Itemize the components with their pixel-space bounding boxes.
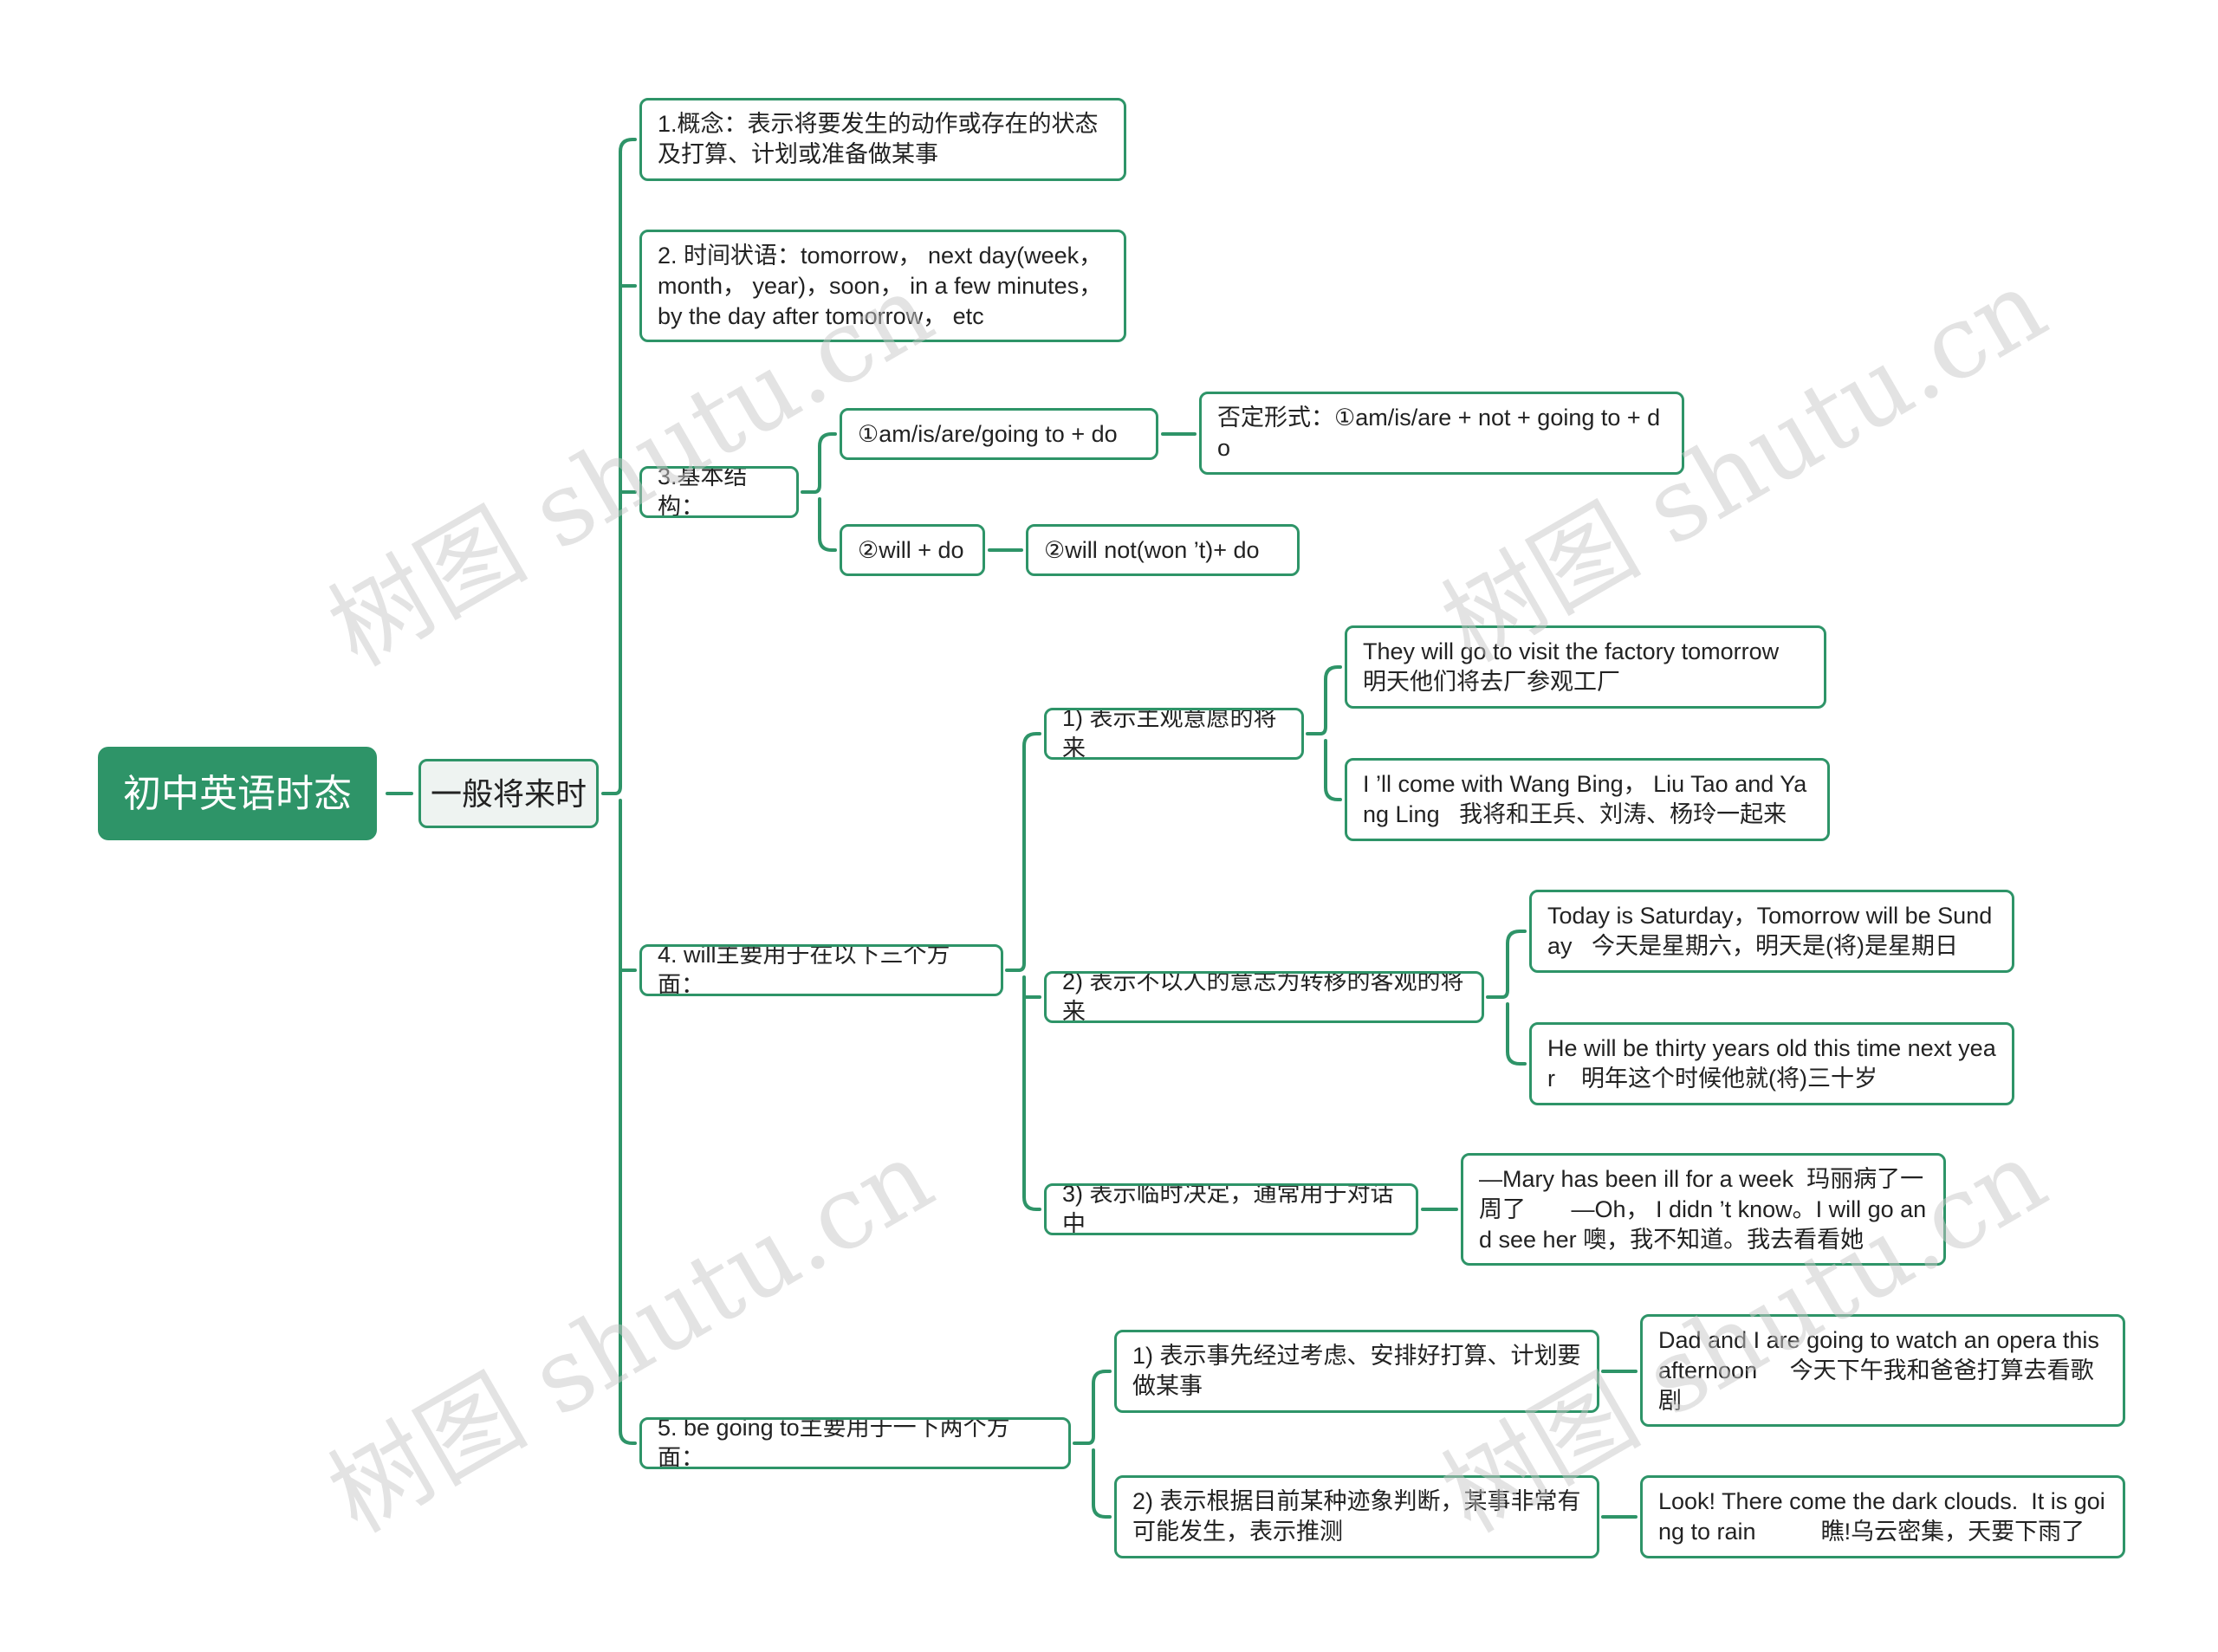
going-to-usage-text: 5. be going to主要用于一下两个方面： <box>658 1417 1010 1469</box>
time-adverbials-node[interactable]: 2. 时间状语：tomorrow， next day(week， month， … <box>639 230 1126 342</box>
will-usage-1-example-1-node[interactable]: They will go to visit the factory tomorr… <box>1345 625 1826 709</box>
going-to-usage-1-example-node[interactable]: Dad and I are going to watch an opera th… <box>1640 1314 2125 1427</box>
will-usage-2-example-1-node[interactable]: Today is Saturday，Tomorrow will be Sunda… <box>1529 890 2014 973</box>
will-usage-node[interactable]: 4. will主要用于在以下三个方面： <box>639 944 1003 996</box>
link-topic-upper <box>613 138 637 795</box>
will-usage-3-text: 3) 表示临时决定，通常用于对话中 <box>1062 1183 1394 1235</box>
structure-node[interactable]: 3.基本结构： <box>639 466 799 518</box>
going-to-usage-1-node[interactable]: 1) 表示事先经过考虑、安排好打算、计划要做某事 <box>1114 1330 1599 1413</box>
going-to-usage-1-example-text: Dad and I are going to watch an opera th… <box>1658 1326 2106 1414</box>
structure-2-node[interactable]: ②will + do <box>840 524 985 576</box>
link-going-upper <box>1086 1370 1112 1445</box>
will-usage-1-text: 1) 表示主观意愿的将来 <box>1062 708 1277 760</box>
link-structure-lower <box>818 497 837 552</box>
will-usage-text: 4. will主要用于在以下三个方面： <box>658 944 950 996</box>
time-adverbials-text: 2. 时间状语：tomorrow， next day(week， month， … <box>658 242 1109 329</box>
concept-text: 1.概念：表示将要发生的动作或存在的状态及打算、计划或准备做某事 <box>658 111 1099 167</box>
will-usage-1-example-2-text: I ’ll come with Wang Bing， Liu Tao and Y… <box>1363 771 1807 827</box>
going-to-usage-2-example-text: Look! There come the dark clouds. It is … <box>1658 1488 2105 1545</box>
structure-2-negative-node[interactable]: ②will not(won ’t)+ do <box>1026 524 1300 576</box>
structure-1-negative-node[interactable]: 否定形式：①am/is/are + not + going to + do <box>1199 392 1684 475</box>
concept-node[interactable]: 1.概念：表示将要发生的动作或存在的状态及打算、计划或准备做某事 <box>639 98 1126 181</box>
will-usage-3-node[interactable]: 3) 表示临时决定，通常用于对话中 <box>1044 1183 1418 1235</box>
topic-label: 一般将来时 <box>430 775 587 812</box>
going-to-usage-2-text: 2) 表示根据目前某种迹象判断，某事非常有可能发生，表示推测 <box>1132 1488 1581 1545</box>
link-structure-upper <box>813 432 837 494</box>
structure-1-negative-text: 否定形式：①am/is/are + not + going to + do <box>1217 405 1661 461</box>
will-usage-2-node[interactable]: 2) 表示不以人的意志为转移的客观的将来 <box>1044 971 1484 1023</box>
link-will-upper <box>1017 732 1041 972</box>
will-usage-2-example-2-node[interactable]: He will be thirty years old this time ne… <box>1529 1022 2014 1105</box>
structure-2-text: ②will + do <box>858 536 964 563</box>
link-going-lower <box>1092 1448 1112 1519</box>
structure-1-node[interactable]: ①am/is/are/going to + do <box>840 408 1158 460</box>
will-usage-2-text: 2) 表示不以人的意志为转移的客观的将来 <box>1062 971 1464 1023</box>
will-usage-2-example-2-text: He will be thirty years old this time ne… <box>1547 1035 1996 1092</box>
link-will2-upper <box>1501 930 1527 999</box>
will-usage-1-example-1-text: They will go to visit the factory tomorr… <box>1363 638 1786 695</box>
structure-text: 3.基本结构： <box>658 466 748 518</box>
link-will1-upper <box>1319 665 1342 735</box>
link-will2-lower <box>1506 1002 1527 1066</box>
will-usage-2-example-1-text: Today is Saturday，Tomorrow will be Sunda… <box>1547 903 1993 959</box>
going-to-usage-2-example-node[interactable]: Look! There come the dark clouds. It is … <box>1640 1475 2125 1558</box>
will-usage-1-node[interactable]: 1) 表示主观意愿的将来 <box>1044 708 1304 760</box>
root-label: 初中英语时态 <box>123 772 352 815</box>
will-usage-3-example-text: —Mary has been ill for a week 玛丽病了一周了 —O… <box>1479 1165 1927 1253</box>
going-to-usage-1-text: 1) 表示事先经过考虑、安排好打算、计划要做某事 <box>1132 1343 1581 1399</box>
structure-2-negative-text: ②will not(won ’t)+ do <box>1044 536 1260 563</box>
link-will-lower <box>1022 975 1041 1211</box>
structure-1-text: ①am/is/are/going to + do <box>858 420 1118 447</box>
topic-node[interactable]: 一般将来时 <box>418 759 599 828</box>
going-to-usage-2-node[interactable]: 2) 表示根据目前某种迹象判断，某事非常有可能发生，表示推测 <box>1114 1475 1599 1558</box>
link-topic-lower <box>619 799 637 1445</box>
going-to-usage-node[interactable]: 5. be going to主要用于一下两个方面： <box>639 1417 1071 1469</box>
root-node[interactable]: 初中英语时态 <box>98 747 377 840</box>
will-usage-1-example-2-node[interactable]: I ’ll come with Wang Bing， Liu Tao and Y… <box>1345 758 1830 841</box>
will-usage-3-example-node[interactable]: —Mary has been ill for a week 玛丽病了一周了 —O… <box>1461 1153 1946 1266</box>
link-will1-lower <box>1324 739 1342 801</box>
